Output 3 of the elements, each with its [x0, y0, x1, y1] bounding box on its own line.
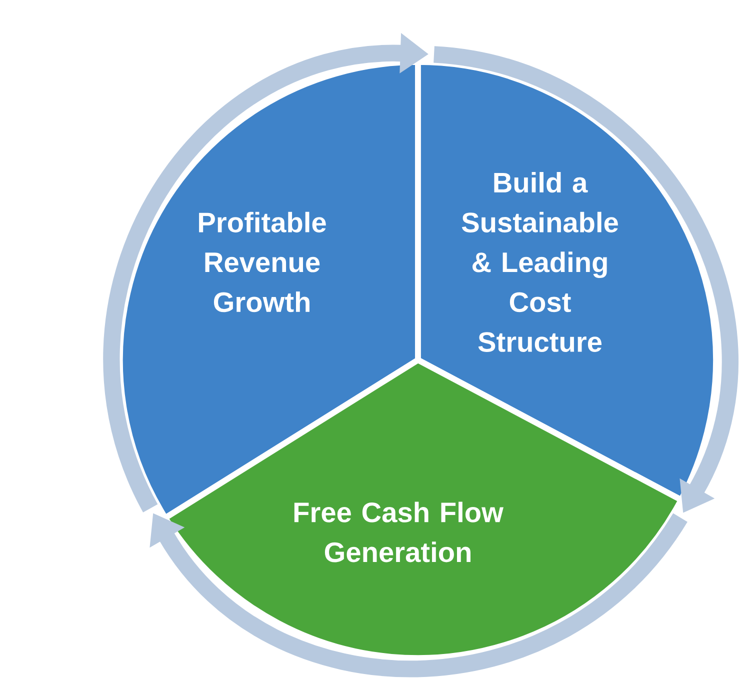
pie-segment: Build a Sustainable & Leading Cost Structure	[415, 59, 719, 503]
ring-arrow	[150, 512, 688, 678]
pie-segment: Free Cash Flow Generation	[162, 357, 684, 661]
